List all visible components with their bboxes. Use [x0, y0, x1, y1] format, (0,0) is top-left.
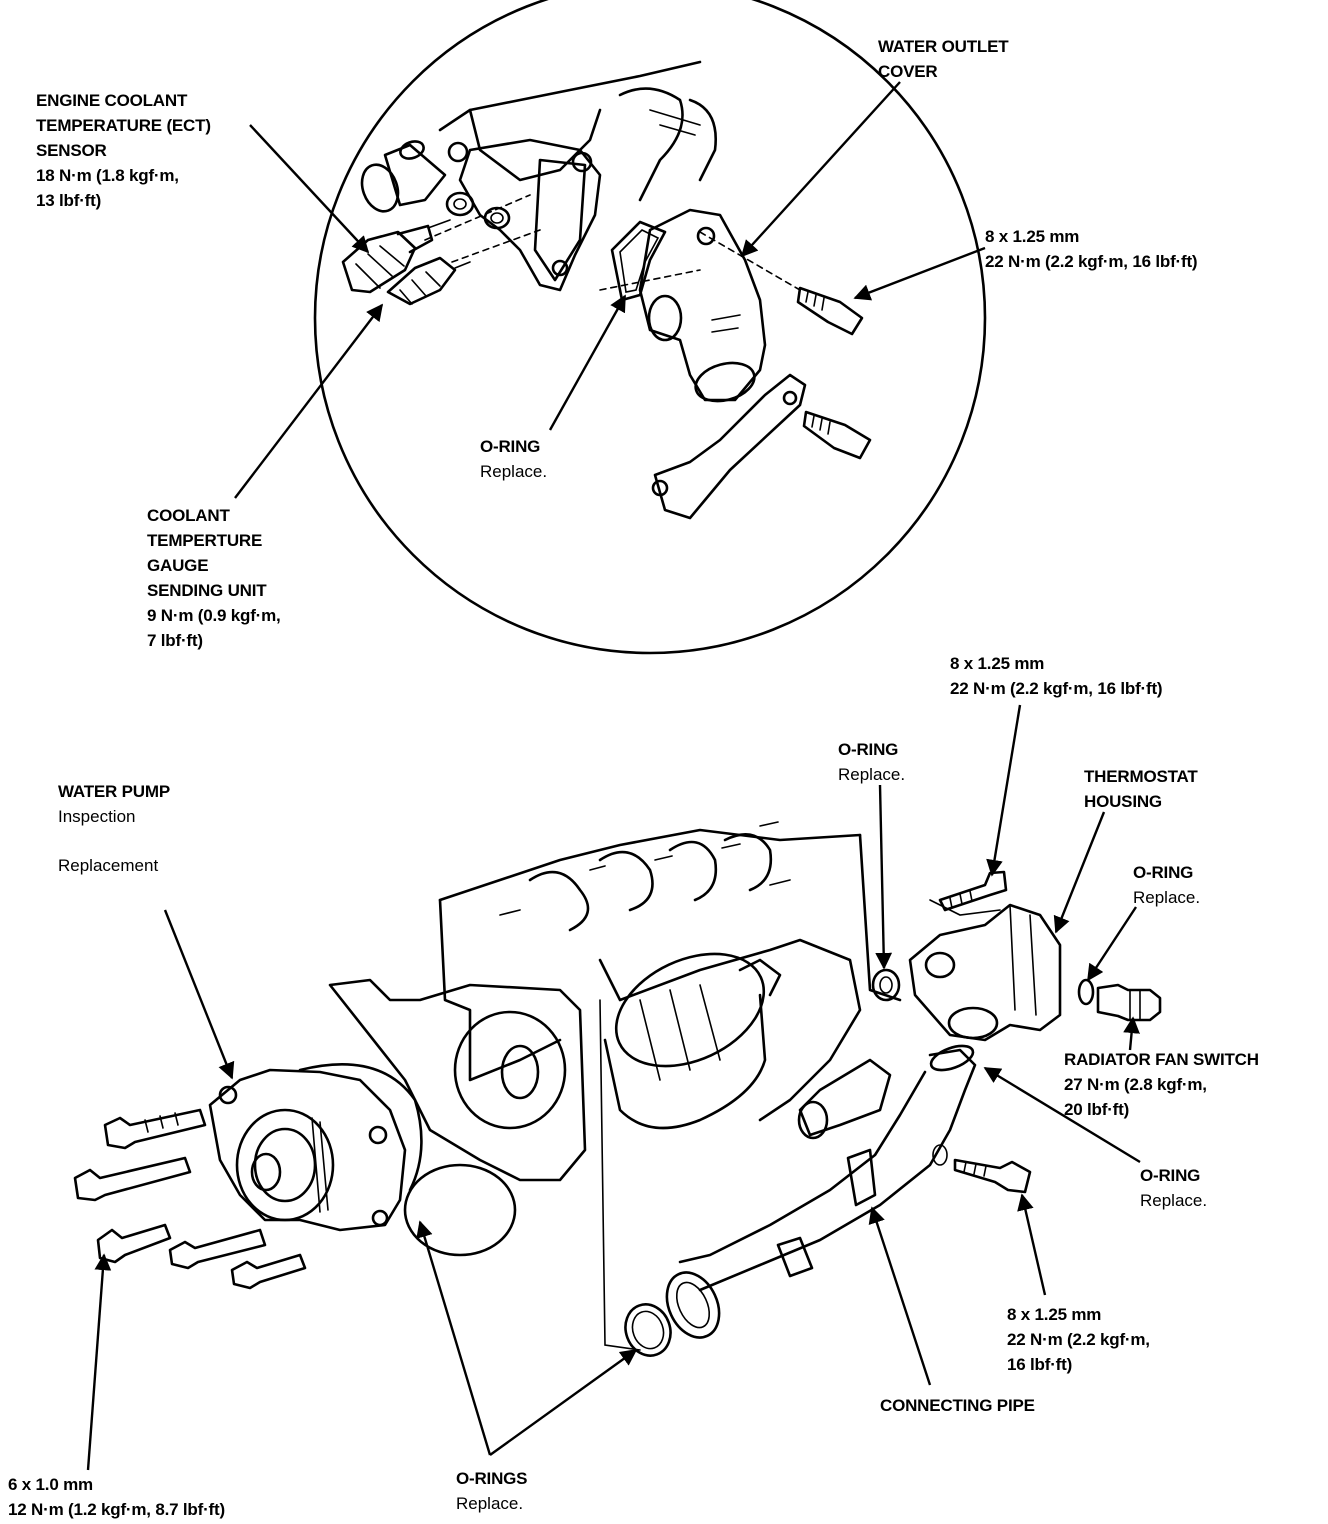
thermostat-housing-label: THERMOSTAT HOUSING	[1084, 764, 1198, 814]
detail-circle-view	[313, 0, 987, 655]
pump-bolt-size: 6 x 1.0 mm	[8, 1475, 93, 1494]
outlet-bolt-spec-label: 8 x 1.25 mm 22 N·m (2.2 kgf·m, 16 lbf·ft…	[985, 224, 1198, 274]
ect-sensor-line2: TEMPERATURE (ECT)	[36, 116, 211, 135]
o-ring-pipe-note: Replace.	[1140, 1191, 1208, 1210]
thermostat-line1: THERMOSTAT	[1084, 767, 1198, 786]
o-ring-mid-note: Replace.	[838, 765, 906, 784]
gauge-unit-line3: GAUGE	[147, 556, 209, 575]
o-ring-right-label: O-RING Replace.	[1133, 860, 1200, 910]
gauge-unit-line4: SENDING UNIT	[147, 581, 267, 600]
gauge-unit-line1: COOLANT	[147, 506, 230, 525]
gauge-unit-torque2: 7 lbf·ft)	[147, 631, 203, 650]
pump-bolt-torque: 12 N·m (1.2 kgf·m, 8.7 lbf·ft)	[8, 1500, 225, 1519]
gauge-unit-line2: TEMPERTURE	[147, 531, 263, 550]
o-ring-mid-label: O-RING Replace.	[838, 737, 905, 787]
pump-bolt-spec-label: 6 x 1.0 mm 12 N·m (1.2 kgf·m, 8.7 lbf·ft…	[8, 1472, 225, 1522]
o-rings-bottom-note: Replace.	[456, 1494, 524, 1513]
o-ring-top-label: O-RING Replace.	[480, 434, 547, 484]
ect-sensor-label: ENGINE COOLANT TEMPERATURE (ECT) SENSOR …	[36, 88, 211, 213]
o-rings-bottom-label: O-RINGS Replace.	[456, 1466, 528, 1516]
o-ring-pipe-title: O-RING	[1140, 1166, 1201, 1185]
connecting-pipe-label: CONNECTING PIPE	[880, 1393, 1035, 1418]
water-outlet-line1: WATER OUTLET	[878, 37, 1009, 56]
pipe-bolt-torque2: 16 lbf·ft)	[1007, 1355, 1073, 1374]
water-pump-title: WATER PUMP	[58, 782, 170, 801]
connecting-pipe-title: CONNECTING PIPE	[880, 1396, 1035, 1415]
pipe-bolt-torque1: 22 N·m (2.2 kgf·m,	[1007, 1330, 1150, 1349]
o-rings-bottom-title: O-RINGS	[456, 1469, 528, 1488]
ect-sensor-line1: ENGINE COOLANT	[36, 91, 188, 110]
radiator-fan-switch-label: RADIATOR FAN SWITCH 27 N·m (2.8 kgf·m, 2…	[1064, 1047, 1259, 1122]
leader-lines	[86, 81, 1141, 1471]
ect-sensor-line3: SENSOR	[36, 141, 107, 160]
fan-switch-title: RADIATOR FAN SWITCH	[1064, 1050, 1259, 1069]
water-outlet-cover-label: WATER OUTLET COVER	[878, 34, 1009, 84]
o-ring-right-note: Replace.	[1133, 888, 1201, 907]
o-ring-right-title: O-RING	[1133, 863, 1194, 882]
fan-switch-torque2: 20 lbf·ft)	[1064, 1100, 1130, 1119]
ect-sensor-torque2: 13 lbf·ft)	[36, 191, 102, 210]
water-outlet-line2: COVER	[878, 62, 938, 81]
thermostat-bolt-torque: 22 N·m (2.2 kgf·m, 16 lbf·ft)	[950, 679, 1163, 698]
gauge-sending-unit-label: COOLANT TEMPERTURE GAUGE SENDING UNIT 9 …	[147, 503, 281, 653]
o-ring-mid-title: O-RING	[838, 740, 899, 759]
water-pump-inspection: Inspection	[58, 807, 136, 826]
water-pump-replacement: Replacement	[58, 856, 159, 875]
outlet-bolt-torque: 22 N·m (2.2 kgf·m, 16 lbf·ft)	[985, 252, 1198, 271]
fan-switch-torque1: 27 N·m (2.8 kgf·m,	[1064, 1075, 1207, 1094]
pipe-bolt-spec-label: 8 x 1.25 mm 22 N·m (2.2 kgf·m, 16 lbf·ft…	[1007, 1302, 1150, 1377]
ect-sensor-torque1: 18 N·m (1.8 kgf·m,	[36, 166, 179, 185]
engine-block-view	[73, 821, 1162, 1357]
thermostat-bolt-size: 8 x 1.25 mm	[950, 654, 1045, 673]
o-ring-top-note: Replace.	[480, 462, 548, 481]
o-ring-pipe-label: O-RING Replace.	[1140, 1163, 1207, 1213]
thermostat-line2: HOUSING	[1084, 792, 1162, 811]
water-pump-label: WATER PUMP Inspection Replacement	[58, 779, 170, 878]
outlet-bolt-size: 8 x 1.25 mm	[985, 227, 1080, 246]
gauge-unit-torque1: 9 N·m (0.9 kgf·m,	[147, 606, 281, 625]
thermostat-bolt-spec-label: 8 x 1.25 mm 22 N·m (2.2 kgf·m, 16 lbf·ft…	[950, 651, 1163, 701]
pipe-bolt-size: 8 x 1.25 mm	[1007, 1305, 1102, 1324]
o-ring-top-title: O-RING	[480, 437, 541, 456]
